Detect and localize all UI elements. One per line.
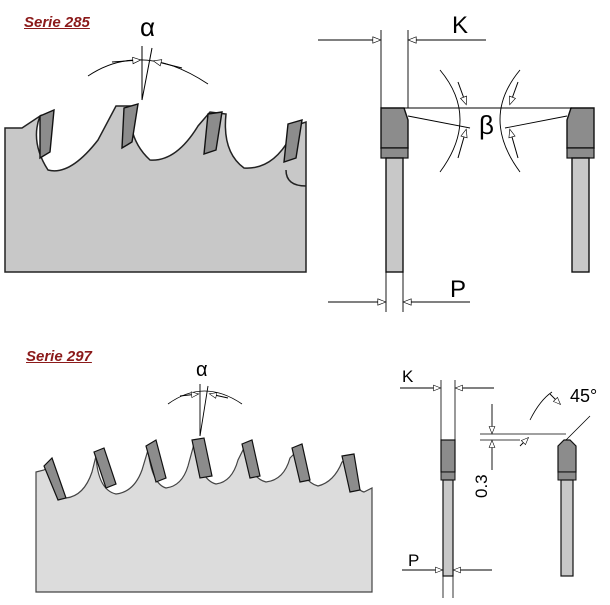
tooth-297-3 — [145, 439, 167, 483]
blade-285-side-view: α — [4, 12, 307, 273]
blade-297-side-view: α — [35, 359, 373, 593]
p-297-label: P — [408, 551, 419, 570]
k-285-label: K — [452, 12, 468, 39]
tooth-285-3 — [203, 111, 223, 156]
offset-297-label: 0.3 — [472, 474, 491, 498]
angle-297-label: 45° — [570, 386, 597, 406]
tooth-297-5 — [241, 439, 261, 479]
tooth-297-6 — [291, 443, 311, 483]
beta-285-label: β — [479, 110, 494, 140]
plate-left — [385, 157, 404, 273]
tooth-297-4 — [191, 437, 213, 479]
series-285-title: Serie 285 — [24, 14, 90, 31]
tooth-285-2 — [121, 103, 139, 150]
tooth-285-4 — [283, 119, 303, 164]
k-297-label: K — [402, 367, 414, 386]
blade-297-cross-section: K 0.3 45° P — [400, 367, 597, 598]
plate-297-right — [560, 479, 574, 577]
alpha-285-label: α — [140, 12, 155, 42]
series-297-title: Serie 297 — [26, 348, 92, 365]
tooth-297-7 — [341, 453, 361, 493]
tooth-297-2 — [93, 447, 117, 489]
tooth-section-right — [566, 107, 595, 149]
plate-right — [571, 157, 590, 273]
tooth-297-section-left — [440, 439, 456, 473]
blade-285-body — [4, 105, 307, 273]
alpha-297-label: α — [196, 359, 208, 381]
plate-297-left — [442, 479, 454, 577]
tooth-297-section-right — [557, 439, 577, 473]
tooth-285-1 — [39, 108, 55, 160]
tooth-section-left — [380, 107, 409, 149]
tooth-297-1 — [43, 456, 67, 501]
blade-285-cross-section: K β P — [318, 12, 595, 312]
p-285-label: P — [450, 276, 466, 303]
